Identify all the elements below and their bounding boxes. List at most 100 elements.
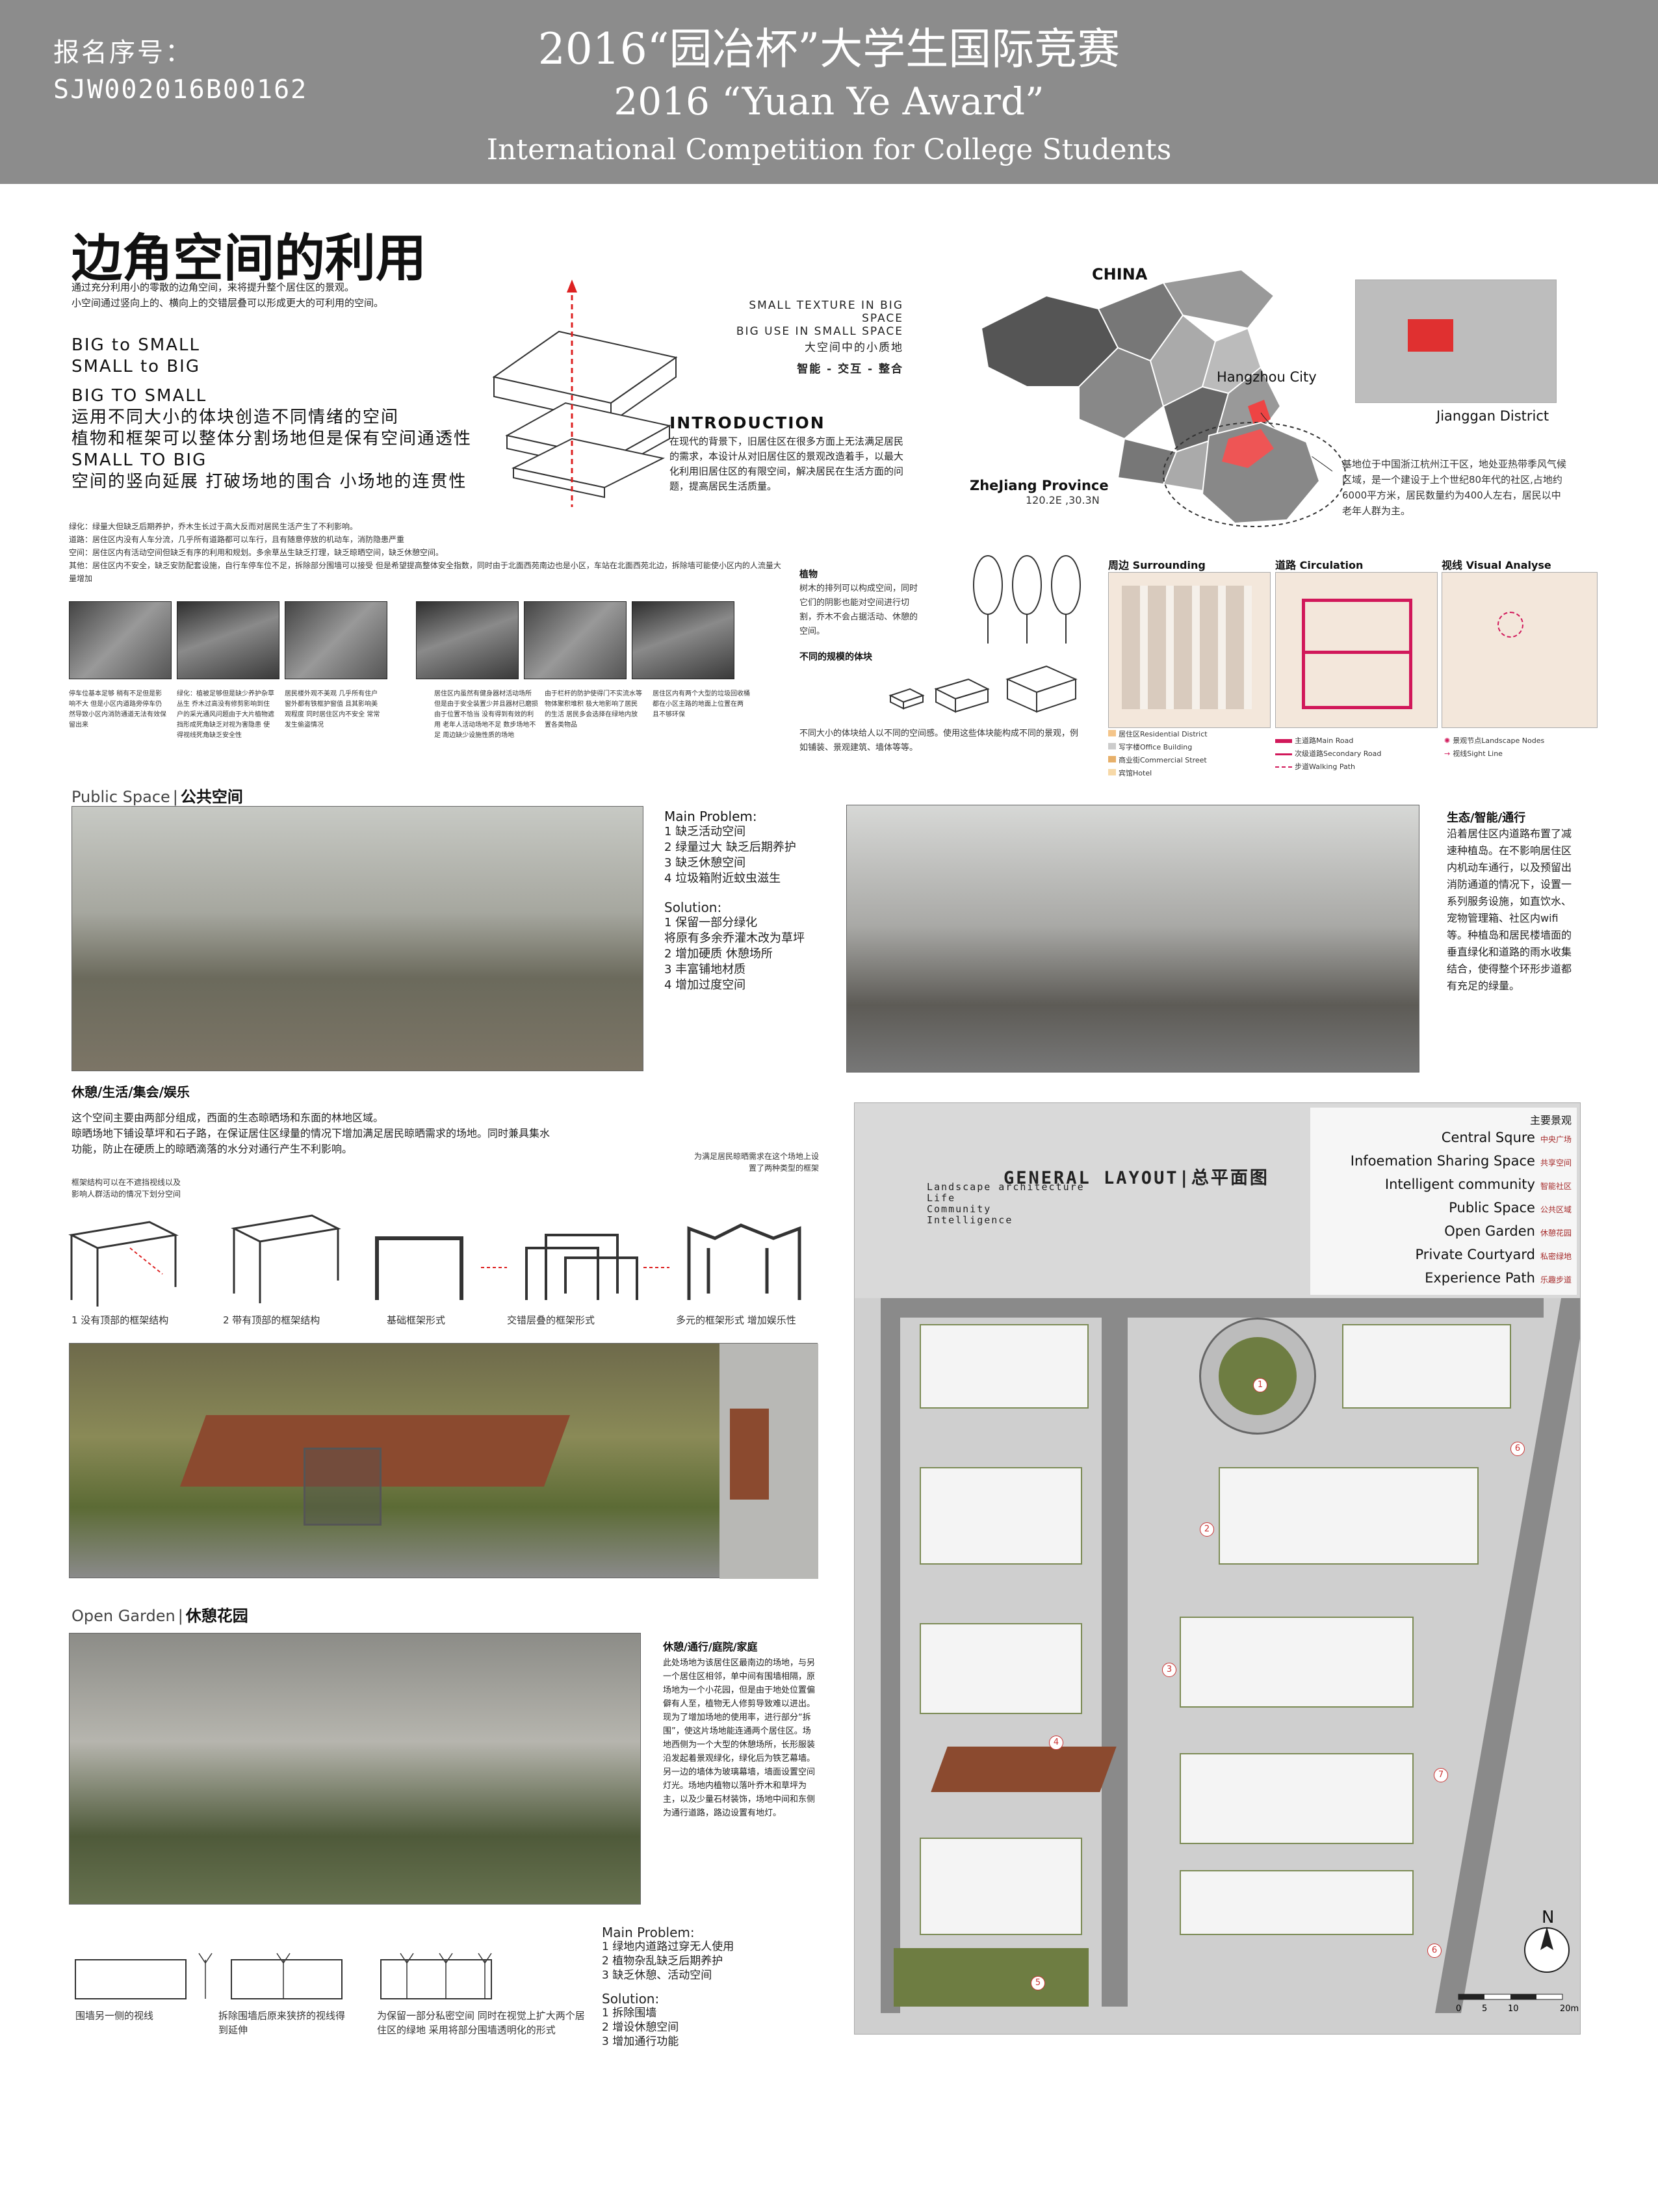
texture-line-1: SMALL TEXTURE IN BIG: [749, 299, 903, 312]
legend-item-cn: 中央广场: [1540, 1135, 1572, 1144]
legend-sight-line: →视线Sight Line: [1444, 748, 1544, 761]
photo-caption-3: 居民楼外观不美观 几乎所有住户窗外都有铁框护窗值 且其影响美观程度 同时居住区内…: [285, 690, 380, 729]
og-solution-2: 2 增设休憩空间: [602, 2021, 679, 2034]
legend-swatch-main-road: [1275, 739, 1292, 743]
problem-greenery: 绿化：绿量大但缺乏后期养护，乔木生长过于高大反而对居民生活产生了不利影响。: [69, 522, 358, 531]
zhejiang-map: [1163, 421, 1346, 527]
legend-item-cn: 私密绿地: [1540, 1252, 1572, 1261]
ps-solution-2: 将原有多余乔灌木改为草坪: [664, 931, 805, 945]
circulation-title: 道路 Circulation: [1275, 559, 1364, 571]
separator: |: [177, 1607, 183, 1625]
coords-label: 120.2E ,30.3N: [1026, 494, 1100, 506]
site-photo-5: [524, 601, 627, 679]
frame-note-1: 框架结构可以在不遮挡视线以及影响人群活动的情况下划分空间: [71, 1178, 181, 1199]
concept-b6: SMALL TO BIG: [71, 450, 207, 470]
legend-item-en: Private Courtyard: [1415, 1247, 1535, 1262]
site-description: 基地位于中国浙江杭州江干区，地处亚热带季风气候区域，是一个建设于上个世纪80年代…: [1342, 458, 1567, 517]
legend-main-road: 主道路Main Road: [1275, 735, 1381, 748]
block-text: 不同大小的体块给人以不同的空间感。使用这些体块能构成不同的景观，例如铺装、景观建…: [799, 729, 1079, 753]
legend-sight-line-label: 视线Sight Line: [1453, 749, 1503, 758]
concept-b3: BIG TO SMALL: [71, 386, 207, 406]
building-8: [920, 1838, 1082, 1935]
plan-node-marker: 1: [1253, 1378, 1267, 1392]
plan-road-west: [881, 1298, 900, 2013]
general-layout-title: GENERAL LAYOUT|总平面图: [1004, 1164, 1269, 1189]
legend-item: Private Courtyard 私密绿地: [1315, 1244, 1572, 1268]
scale-5: 5: [1482, 2004, 1487, 2014]
photo-caption-2: 绿化：植被足够但是缺少养护杂草丛生 乔木过高没有修剪影响到住户的采光通风问题由于…: [177, 690, 274, 739]
ps-problem-3: 3 缺乏休憩空间: [664, 856, 746, 870]
og-problem-3: 3 缺乏休憩、活动空间: [602, 1969, 712, 1982]
visual-legend: ✺景观节点Landscape Nodes →视线Sight Line: [1444, 735, 1544, 761]
leisure-text: 这个空间主要由两部分组成，西面的生态晾晒场和东面的林地区域。 晾晒场地下铺设草坪…: [71, 1110, 851, 1157]
general-title-en: GENERAL LAYOUT: [1004, 1168, 1179, 1188]
photo-caption-1: 停车位基本足够 稍有不足但是影响不大 但是小区内道路旁停车仍然导致小区内消防通道…: [69, 690, 166, 729]
legend-hotel: 宾馆Hotel: [1108, 767, 1208, 780]
plan-road-middle: [1102, 1318, 1128, 2007]
og-problem-1: 1 绿地内道路过穿无人使用: [602, 1940, 734, 1953]
photo-caption-6: 居住区内有两个大型的垃圾回收桶 都在小区主路的地面上位置在两 且不够环保: [653, 690, 750, 718]
legend-item-en: Public Space: [1449, 1200, 1535, 1216]
legend-secondary-road-label: 次级道路Secondary Road: [1295, 749, 1382, 758]
plan-road-north: [881, 1298, 1544, 1318]
stacked-slabs-diagram: [492, 280, 678, 507]
open-garden-notes: Main Problem: 1 绿地内道路过穿无人使用 2 植物杂乱缺乏后期养护…: [602, 1925, 771, 2049]
leisure-plan-render: [69, 1343, 818, 1579]
site-photo-6: [632, 601, 734, 679]
intro-lead-2: 小空间通过竖向上的、横向上的交错层叠可以形成更大的可利用的空间。: [71, 297, 384, 309]
ps-problem-4: 4 垃圾箱附近蚊虫滋生: [664, 872, 781, 885]
competition-title-cn: 2016“园冶杯”大学生国际竞赛: [538, 24, 1120, 74]
leisure-text-3: 功能，防止在硬质上的晾晒滴落的水分对通行产生不利影响。: [71, 1143, 353, 1155]
texture-line-5: 智能 - 交互 - 整合: [797, 363, 903, 376]
site-photo-row: [69, 601, 734, 679]
competition-title-en: 2016 “Yuan Ye Award”: [614, 79, 1044, 124]
frame-label-5: 多元的框架形式 增加娱乐性: [676, 1314, 796, 1326]
general-sub-1: Landscape architecture: [927, 1181, 1085, 1193]
frame-label-4: 交错层叠的框架形式: [507, 1314, 595, 1326]
north-label: N: [1542, 1908, 1554, 1927]
registration-label: 报名序号：: [53, 38, 193, 68]
legend-walking-path-label: 步道Walking Path: [1295, 762, 1356, 771]
tree-diagram: [973, 555, 1081, 644]
scale-20m: 20m: [1560, 2004, 1579, 2014]
legend-swatch-commercial: [1108, 756, 1116, 762]
ps-problem-1: 1 缺乏活动空间: [664, 825, 746, 839]
scale-bar: 0 5 10 20m: [1456, 1994, 1579, 2014]
wall-diagrams: [75, 1953, 492, 1999]
separator: |: [172, 788, 178, 806]
ps-solution-4: 3 丰富铺地材质: [664, 963, 746, 976]
building-3: [920, 1467, 1082, 1565]
frame-label-1: 1 没有顶部的框架结构: [71, 1314, 169, 1326]
open-garden-title-cn: 休憩花园: [185, 1607, 248, 1625]
legend-commercial: 商业街Commercial Street: [1108, 754, 1208, 767]
intro-lead-1: 通过充分利用小的零散的边角空间，来将提升整个居住区的景观。: [71, 281, 355, 293]
ps-solution-title: Solution:: [664, 900, 722, 915]
general-sub-2: Life: [927, 1192, 956, 1204]
plan-node-marker: 5: [1031, 1976, 1045, 1990]
site-photo-3: [285, 601, 387, 679]
open-garden-subtitle: 休憩/通行/庭院/家庭: [663, 1641, 758, 1653]
leisure-text-1: 这个空间主要由两部分组成，西面的生态晾晒场和东面的林地区域。: [71, 1112, 384, 1124]
legend-item-en: Experience Path: [1425, 1270, 1535, 1286]
public-space-deck: [931, 1747, 1117, 1792]
public-space-notes: Main Problem: 1 缺乏活动空间 2 绿量过大 缺乏后期养护 3 缺…: [664, 809, 846, 993]
page-heading: 边角空间的利用: [71, 229, 427, 288]
og-solution-1: 1 拆除围墙: [602, 2007, 657, 2020]
wall-caption-3: 为保留一部分私密空间 同时在视觉上扩大两个居住区的绿地 采用将部分围墙透明化的形…: [377, 2010, 585, 2036]
general-sub-3: Community: [927, 1203, 992, 1215]
hangzhou-label: Hangzhou City: [1217, 369, 1317, 385]
visual-title: 视线 Visual Analyse: [1442, 559, 1551, 571]
frame-diagrams: [68, 1214, 801, 1307]
eco-street-render: [846, 805, 1419, 1073]
legend-residential-label: 居住区Residential District: [1119, 730, 1208, 738]
district-aerial: [1355, 280, 1557, 403]
block-title: 不同的规模的体块: [799, 652, 872, 662]
scale-10: 10: [1508, 2004, 1519, 2014]
registration-number: SJW002016B00162: [53, 75, 308, 105]
og-solution-title: Solution:: [602, 1991, 660, 2007]
public-space-render: [71, 806, 643, 1071]
